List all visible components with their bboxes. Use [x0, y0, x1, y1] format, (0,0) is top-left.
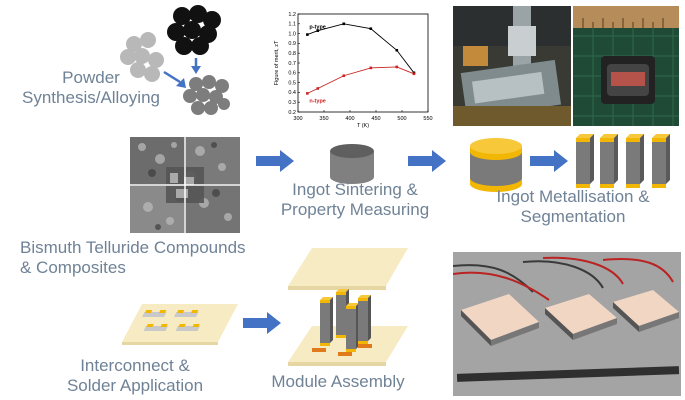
y-tick-label: 0.5 [288, 80, 296, 86]
arrow-to-module [243, 312, 281, 334]
data-point-n-type [395, 65, 399, 69]
x-tick-label: 400 [345, 116, 354, 122]
te-modules-photo [453, 252, 681, 396]
gray-powder-balls [120, 32, 164, 82]
zt-chart-svg: 300 350 400 450 500 550 0.2 0.3 0.4 0.5 0.6 0.7 0.8 0… [274, 12, 433, 129]
y-tick-label: 0.9 [288, 41, 296, 47]
leg-3 [626, 134, 644, 188]
powder-arrow-2 [163, 70, 181, 84]
black-powder-balls [167, 5, 221, 55]
label-module-assembly: Module Assembly [258, 372, 418, 392]
top-plate [288, 248, 408, 290]
series-line-p-type [307, 23, 415, 74]
y-tick-label: 0.7 [288, 61, 296, 67]
y-tick-label: 1.2 [288, 12, 296, 18]
label-metallisation-text: Ingot Metallisation & Segmentation [496, 187, 650, 226]
data-point-p-type [342, 22, 346, 26]
x-tick-label: 300 [293, 116, 302, 122]
data-point-n-type [342, 74, 346, 78]
metallised-ingot [470, 138, 522, 192]
zt-chart: 300 350 400 450 500 550 0.2 0.3 0.4 0.5 0.6 0.7 0.8 0… [268, 8, 436, 130]
series-label-n-type: n-type [309, 98, 326, 104]
arrow-to-segmentation [530, 150, 568, 172]
label-ingot-sintering: Ingot Sintering & Property Measuring [260, 180, 450, 220]
data-point-p-type [306, 33, 309, 36]
arrow-to-metallisation [408, 150, 446, 172]
x-tick-label: 450 [371, 116, 380, 122]
module-assembly [288, 248, 408, 366]
label-bismuth-telluride: Bismuth Telluride Compounds & Composites [20, 238, 265, 278]
interconnect-pads [142, 310, 200, 331]
data-point-n-type [306, 92, 309, 95]
leg-1 [576, 134, 594, 188]
y-tick-label: 0.8 [288, 51, 296, 57]
label-compounds-text: Bismuth Telluride Compounds & Composites [20, 238, 246, 277]
ingot-cylinder [330, 144, 374, 184]
segmented-ingot-photo [573, 6, 679, 126]
interconnect-plate [122, 304, 238, 345]
module-1 [461, 294, 539, 346]
y-axis-label: Figure of merit, zT [274, 40, 280, 85]
x-axis-label: T (K) [357, 123, 369, 129]
data-point-n-type [412, 72, 416, 76]
y-tick-label: 1.1 [288, 22, 296, 28]
x-tick-label: 350 [319, 116, 328, 122]
y-tick-label: 0.6 [288, 71, 296, 77]
module-2 [545, 294, 617, 340]
solder-pads [312, 344, 372, 356]
data-point-p-type [395, 48, 399, 52]
data-point-p-type [316, 29, 320, 32]
leg-4 [652, 134, 670, 188]
y-tick-label: 0.4 [288, 90, 296, 96]
module-3 [613, 290, 679, 332]
data-point-n-type [316, 87, 320, 90]
label-powder-text: Powder Synthesis/Alloying [22, 68, 160, 107]
y-tick-label: 0.3 [288, 100, 296, 106]
label-powder-synthesis: Powder Synthesis/Alloying [0, 68, 182, 108]
x-tick-label: 500 [397, 116, 406, 122]
series-label-p-type: p-type [309, 25, 326, 31]
machining-photo [453, 6, 571, 126]
sem-micrograph [130, 137, 240, 233]
data-point-n-type [369, 66, 373, 70]
leg-2 [600, 134, 618, 188]
segmented-legs [576, 134, 670, 188]
module-legs [320, 289, 371, 352]
label-interconnect-text: Interconnect & Solder Application [66, 356, 204, 395]
label-sintering-text: Ingot Sintering & Property Measuring [280, 180, 430, 219]
series-line-n-type [307, 66, 415, 94]
y-tick-label: 1.0 [288, 31, 296, 37]
label-interconnect: Interconnect & Solder Application [40, 356, 230, 396]
x-tick-label: 550 [423, 116, 432, 122]
y-tick-label: 0.2 [288, 110, 296, 116]
arrow-to-sintering [256, 150, 294, 172]
powder-illustration [120, 5, 230, 115]
label-module-text: Module Assembly [271, 372, 405, 391]
alloy-powder-balls [183, 75, 230, 115]
data-point-p-type [369, 27, 373, 30]
label-metallisation: Ingot Metallisation & Segmentation [468, 187, 678, 227]
